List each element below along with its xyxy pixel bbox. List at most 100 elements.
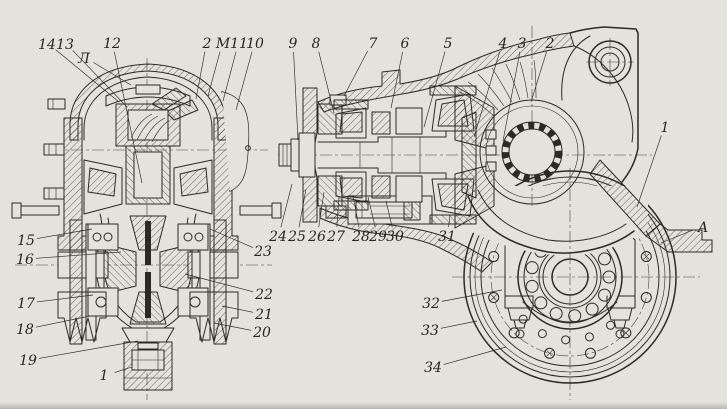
- input-flange: [278, 87, 318, 223]
- spring-bracket-arm: [589, 159, 713, 253]
- stud-hole: [620, 327, 632, 339]
- callout-leader: [336, 196, 340, 228]
- callout-leader: [35, 251, 122, 259]
- callout-leader: [35, 315, 91, 328]
- callout-label: 3: [518, 36, 527, 52]
- right-view-section: [278, 26, 713, 400]
- stud-hole-mark: [643, 253, 650, 260]
- bearing-roller: [525, 261, 539, 275]
- callout-label: 32: [422, 296, 440, 312]
- callout-leader: [502, 51, 521, 142]
- stud-hole-mark: [546, 350, 553, 357]
- callout-label: 8: [312, 36, 321, 52]
- callout-label: 33: [421, 323, 439, 339]
- callout-label: 4: [498, 36, 508, 52]
- callout-label: 15: [17, 233, 35, 249]
- hub-plate: [504, 221, 636, 339]
- callout-leader: [36, 228, 93, 239]
- bearing-roller: [585, 302, 599, 316]
- callout-leader: [318, 51, 335, 114]
- callout-leader: [318, 191, 325, 228]
- bearing-roller: [534, 296, 548, 310]
- callout-label: 2: [545, 36, 555, 52]
- callout-label: 9: [289, 36, 298, 52]
- callout-leader: [213, 322, 252, 331]
- callout-leader: [343, 50, 369, 97]
- rivet-hole: [518, 314, 528, 324]
- callout-label: 1: [100, 368, 109, 384]
- callout-label: 34: [424, 360, 442, 376]
- callout-label: 25: [287, 229, 306, 245]
- rivet-hole: [605, 320, 615, 330]
- callout-label: М: [215, 36, 231, 52]
- stud-hole: [488, 251, 500, 263]
- callout-label: 23: [253, 244, 272, 260]
- callout-label: 27: [326, 229, 345, 245]
- oil-seal-housing: [317, 94, 347, 219]
- callout-leader: [660, 229, 693, 244]
- callout-leader: [636, 135, 662, 208]
- callout-leader: [36, 294, 94, 303]
- callout-leader: [443, 346, 507, 365]
- housing-skirt-mask: [452, 186, 648, 256]
- callout-leader: [114, 366, 133, 373]
- callout-label: 19: [19, 353, 37, 369]
- drum-rivet-holes: [518, 314, 615, 345]
- stud-hole: [544, 347, 556, 359]
- callout-label: 13: [56, 37, 74, 53]
- callout-leader: [448, 214, 451, 228]
- callout-leader: [93, 62, 132, 86]
- callout-leader: [221, 305, 254, 313]
- bevel-gear-mesh: [454, 85, 497, 229]
- callout-leader: [280, 183, 293, 228]
- callout-leader: [195, 51, 206, 100]
- crown-wheel-section: [83, 84, 213, 215]
- callout-label: Л: [77, 51, 90, 67]
- callout-label: 18: [16, 322, 34, 338]
- callout-label: 7: [369, 36, 378, 52]
- mounting-bracket: [561, 26, 639, 183]
- pinion-bearings: [333, 85, 477, 225]
- housing-skirt-outline: [467, 195, 635, 254]
- callout-leader: [367, 196, 376, 228]
- callout-label: 12: [103, 36, 121, 52]
- callout-leader: [441, 289, 503, 302]
- left-view-section: [11, 58, 282, 400]
- stud-hole: [640, 291, 652, 303]
- callout-leader: [222, 51, 237, 102]
- page-edge-shadow: [0, 402, 727, 409]
- callout-label: 11: [230, 36, 248, 52]
- callout-leader: [235, 51, 253, 111]
- callout-leader: [530, 51, 547, 103]
- bearing-roller: [598, 252, 612, 266]
- callout-leader: [473, 51, 501, 138]
- callout-label: 30: [386, 229, 404, 245]
- stud-hole: [488, 291, 500, 303]
- callout-leader: [113, 51, 143, 184]
- callout-leader: [298, 188, 307, 228]
- callout-label: 6: [401, 36, 410, 52]
- callout-leader: [423, 51, 446, 128]
- callout-leader: [207, 51, 221, 97]
- stud-hole: [640, 251, 652, 263]
- left-rod: [11, 202, 60, 219]
- right-rod: [239, 202, 282, 219]
- hub-drive-gear: [459, 59, 585, 205]
- callout-label: 14: [38, 37, 56, 53]
- callout-label: 26: [307, 229, 326, 245]
- left-output-flange: [57, 219, 119, 345]
- callout-leader: [440, 320, 478, 329]
- bearing-roller: [598, 288, 612, 302]
- callout-leader: [209, 228, 253, 248]
- bearing-roller: [568, 309, 582, 323]
- callout-label: 5: [444, 36, 453, 52]
- callout-leader: [352, 194, 360, 228]
- callout-label: 16: [16, 252, 34, 268]
- callout-leader: [293, 51, 299, 141]
- callout-label: 21: [254, 307, 273, 323]
- callout-label: 29: [368, 229, 387, 245]
- callout-label: 17: [17, 296, 35, 312]
- callout-leader: [72, 50, 128, 108]
- bearing-roller: [549, 306, 563, 320]
